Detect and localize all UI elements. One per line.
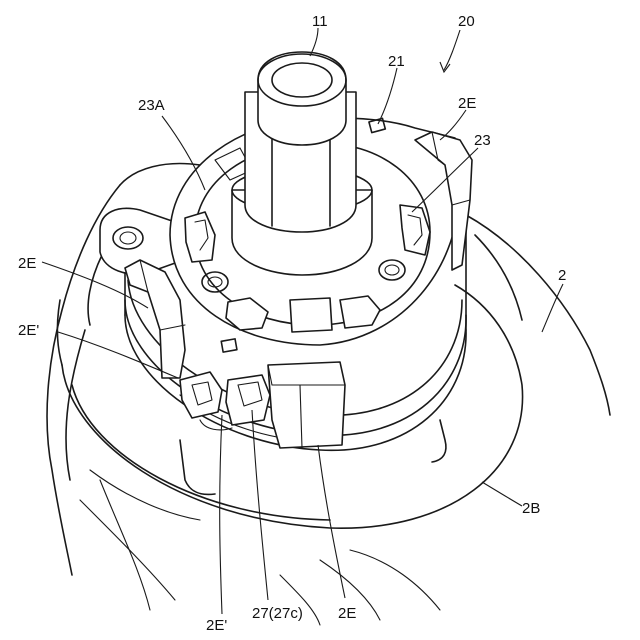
shaft-11 (232, 52, 372, 275)
label-ref-20: 20 (458, 13, 475, 30)
label-ref-2E-prime-left: 2E' (18, 322, 39, 339)
leader-20-arrowhead (440, 62, 450, 72)
leader-20 (444, 30, 460, 70)
label-ref-2E-bottom: 2E (338, 605, 356, 622)
label-ref-27: 27(27c) (252, 605, 303, 622)
label-ref-2E-prime-bottom: 2E' (206, 617, 227, 634)
label-ref-21: 21 (388, 53, 405, 70)
label-ref-2E-left: 2E (18, 255, 36, 272)
label-ref-23: 23 (474, 132, 491, 149)
label-ref-23A: 23A (138, 97, 165, 114)
leader-2E-prime-bottom (220, 415, 222, 614)
latch-arm-2E-bottom (268, 362, 345, 448)
leader-2B (482, 482, 522, 506)
label-ref-2B: 2B (522, 500, 540, 517)
leader-21 (378, 68, 397, 124)
label-ref-11: 11 (312, 13, 328, 30)
label-ref-2E-top: 2E (458, 95, 476, 112)
label-ref-2: 2 (558, 267, 566, 284)
